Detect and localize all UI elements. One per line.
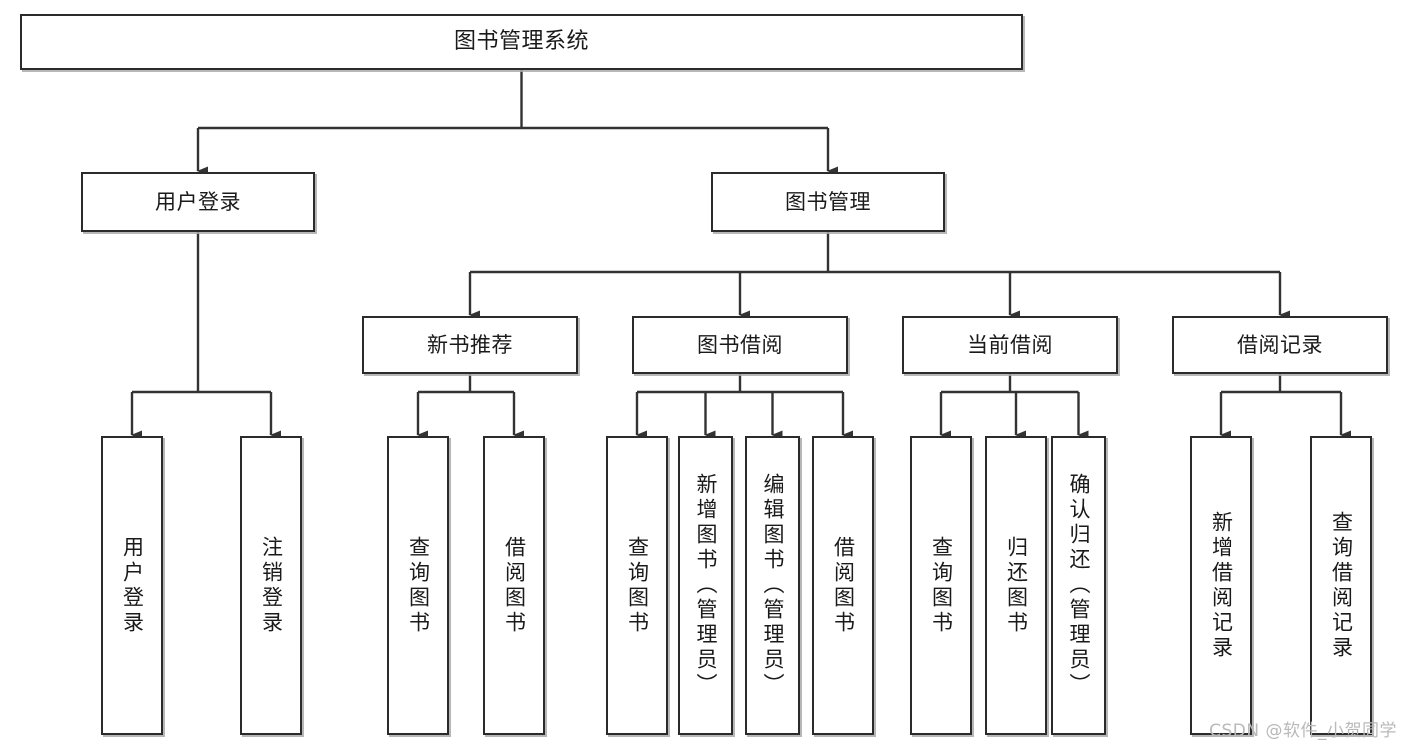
- node-leaf-query-book-borrow[interactable]: 查询图书: [606, 436, 668, 735]
- node-new-book-recommend[interactable]: 新书推荐: [362, 316, 578, 374]
- node-current-borrow-label: 当前借阅: [967, 332, 1053, 357]
- node-leaf-query-book-current[interactable]: 查询图书: [910, 436, 972, 735]
- node-borrow-record[interactable]: 借阅记录: [1172, 316, 1388, 374]
- node-book-borrow[interactable]: 图书借阅: [632, 316, 848, 374]
- node-leaf-return-book[interactable]: 归还图书: [985, 436, 1047, 735]
- node-leaf-logout-label: 注销登录: [259, 535, 284, 636]
- node-user-login-label: 用户登录: [155, 189, 241, 214]
- node-leaf-user-login-label: 用户登录: [120, 535, 145, 636]
- node-leaf-confirm-return-admin[interactable]: 确认归还（管理员）: [1051, 436, 1106, 735]
- node-root[interactable]: 图书管理系统: [20, 14, 1023, 70]
- node-root-label: 图书管理系统: [453, 29, 589, 55]
- node-borrow-record-label: 借阅记录: [1237, 332, 1323, 357]
- node-book-management[interactable]: 图书管理: [711, 172, 945, 232]
- node-leaf-logout[interactable]: 注销登录: [240, 436, 302, 735]
- node-leaf-borrow-book[interactable]: 借阅图书: [812, 436, 874, 735]
- node-leaf-query-borrow-record[interactable]: 查询借阅记录: [1310, 436, 1372, 735]
- node-leaf-query-book-recommend[interactable]: 查询图书: [387, 436, 449, 735]
- node-leaf-borrow-book-recommend-label: 借阅图书: [502, 535, 527, 636]
- node-book-management-label: 图书管理: [785, 189, 871, 214]
- node-leaf-query-book-current-label: 查询图书: [929, 535, 954, 636]
- watermark-text: CSDN @软件_小贺同学: [1209, 721, 1397, 741]
- node-current-borrow[interactable]: 当前借阅: [902, 316, 1118, 374]
- node-leaf-edit-book-admin-label: 编辑图书（管理员）: [761, 473, 785, 698]
- node-leaf-query-borrow-record-label: 查询借阅记录: [1329, 510, 1354, 661]
- node-leaf-edit-book-admin[interactable]: 编辑图书（管理员）: [745, 436, 800, 735]
- node-leaf-add-book-admin-label: 新增图书（管理员）: [694, 473, 718, 698]
- node-book-borrow-label: 图书借阅: [697, 332, 783, 357]
- node-leaf-user-login[interactable]: 用户登录: [101, 436, 163, 735]
- node-leaf-borrow-book-recommend[interactable]: 借阅图书: [483, 436, 545, 735]
- node-leaf-add-borrow-record[interactable]: 新增借阅记录: [1190, 436, 1252, 735]
- node-leaf-confirm-return-admin-label: 确认归还（管理员）: [1067, 473, 1091, 698]
- node-leaf-return-book-label: 归还图书: [1004, 535, 1029, 636]
- node-new-book-recommend-label: 新书推荐: [427, 332, 513, 357]
- node-leaf-query-book-recommend-label: 查询图书: [406, 535, 431, 636]
- node-leaf-add-book-admin[interactable]: 新增图书（管理员）: [678, 436, 733, 735]
- node-leaf-add-borrow-record-label: 新增借阅记录: [1209, 510, 1234, 661]
- node-leaf-query-book-borrow-label: 查询图书: [625, 535, 650, 636]
- node-user-login[interactable]: 用户登录: [81, 172, 315, 232]
- node-leaf-borrow-book-label: 借阅图书: [831, 535, 856, 636]
